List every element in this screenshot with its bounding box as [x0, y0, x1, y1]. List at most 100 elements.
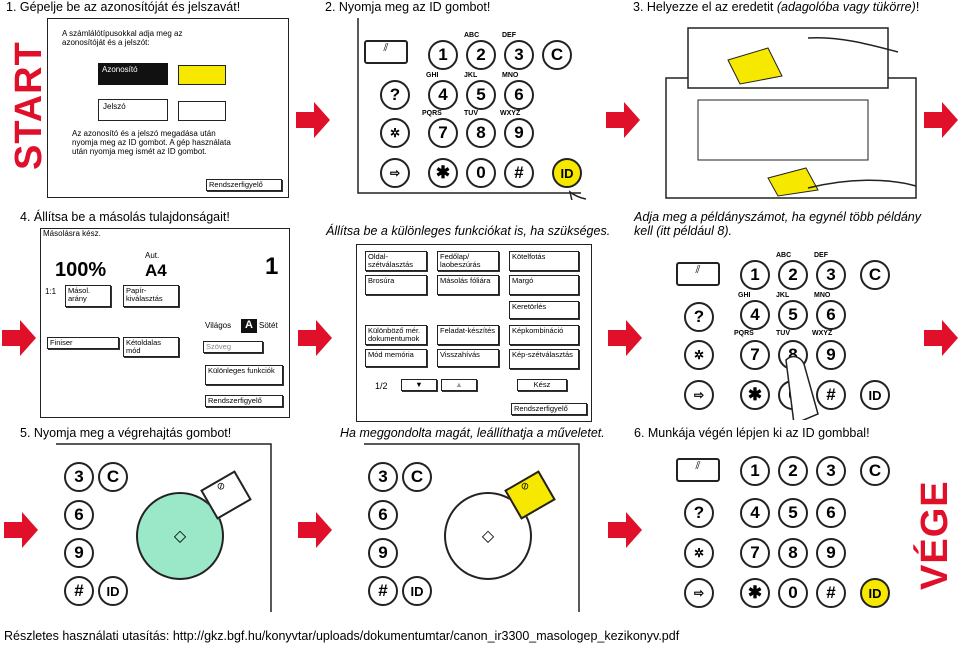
key-hash[interactable]: #: [816, 380, 846, 410]
prev-page-icon[interactable]: ▲: [441, 379, 477, 391]
star-icon[interactable]: ✱: [428, 158, 458, 188]
key-9[interactable]: 9: [504, 118, 534, 148]
special-btn-3[interactable]: Brosúra: [365, 275, 427, 295]
key-help[interactable]: ?: [684, 302, 714, 332]
clear-icon[interactable]: ⫽: [676, 458, 720, 482]
special-btn-2[interactable]: Kötelfotás: [509, 251, 579, 271]
key-1[interactable]: 1: [428, 40, 458, 70]
interrupt-icon[interactable]: ⇨: [684, 380, 714, 410]
duplex-button[interactable]: Kétoldalas mód: [123, 337, 179, 357]
key-help[interactable]: ?: [684, 498, 714, 528]
key-6[interactable]: 6: [504, 80, 534, 110]
finisher-button[interactable]: Finiser: [47, 337, 119, 349]
password-button[interactable]: Jelszó: [98, 99, 168, 121]
settings-icon[interactable]: ✲: [684, 538, 714, 568]
special-btn-5[interactable]: Margó: [509, 275, 579, 295]
key-0[interactable]: 0: [466, 158, 496, 188]
clear-icon[interactable]: ⫽: [364, 40, 408, 64]
key-2[interactable]: 2: [778, 260, 808, 290]
key-c[interactable]: C: [542, 40, 572, 70]
special-functions-button[interactable]: Különleges funkciók: [205, 365, 283, 385]
system-monitor-button[interactable]: Rendszerfigyelő: [206, 179, 282, 191]
key-3[interactable]: 3: [64, 462, 94, 492]
key-9[interactable]: 9: [368, 538, 398, 568]
id-field-button[interactable]: Azonosító: [98, 63, 168, 85]
key-6[interactable]: 6: [368, 500, 398, 530]
key-hash[interactable]: #: [816, 578, 846, 608]
key-2[interactable]: 2: [778, 456, 808, 486]
key-4[interactable]: 4: [428, 80, 458, 110]
id-key[interactable]: ID: [98, 576, 128, 606]
key-7[interactable]: 7: [740, 340, 770, 370]
key-7[interactable]: 7: [740, 538, 770, 568]
special-btn-11[interactable]: Visszahívás: [437, 349, 499, 367]
key-5[interactable]: 5: [778, 300, 808, 330]
clear-icon[interactable]: ⫽: [676, 262, 720, 286]
key-c[interactable]: C: [860, 260, 890, 290]
special-btn-8[interactable]: Feladat-készítés: [437, 325, 499, 345]
star-icon[interactable]: ✱: [740, 578, 770, 608]
id-input-field[interactable]: [178, 65, 226, 85]
key-c[interactable]: C: [860, 456, 890, 486]
password-input-field[interactable]: [178, 101, 226, 121]
label-abc: ABC: [464, 32, 480, 39]
special-btn-0[interactable]: Oldal-szétválasztás: [365, 251, 427, 271]
star-icon[interactable]: ✱: [740, 380, 770, 410]
key-help[interactable]: ?: [380, 80, 410, 110]
next-page-icon[interactable]: ▼: [401, 379, 437, 391]
interrupt-icon[interactable]: ⇨: [380, 158, 410, 188]
interrupt-icon[interactable]: ⇨: [684, 578, 714, 608]
settings-icon[interactable]: ✲: [380, 118, 410, 148]
id-key[interactable]: ID: [860, 578, 890, 608]
key-hash[interactable]: #: [368, 576, 398, 606]
key-3[interactable]: 3: [368, 462, 398, 492]
key-hash[interactable]: #: [504, 158, 534, 188]
key-hash[interactable]: #: [64, 576, 94, 606]
key-9[interactable]: 9: [64, 538, 94, 568]
finger-icon: [568, 190, 586, 200]
special-btn-4[interactable]: Másolás fóliára: [437, 275, 499, 295]
key-5[interactable]: 5: [466, 80, 496, 110]
paper-select-button[interactable]: Papír-kiválasztás: [123, 285, 179, 307]
key-6[interactable]: 6: [64, 500, 94, 530]
done-button[interactable]: Kész: [517, 379, 567, 391]
special-btn-12[interactable]: Kép-szétválasztás: [509, 349, 579, 369]
key-7[interactable]: 7: [428, 118, 458, 148]
key-4[interactable]: 4: [740, 498, 770, 528]
id-key[interactable]: ID: [552, 158, 582, 188]
key-5[interactable]: 5: [778, 498, 808, 528]
special-btn-9[interactable]: Képkombináció: [509, 325, 579, 345]
keypad-panel-1: ⫽ ABC DEF 1 2 3 C ? GHI JKL MNO 4 5 6 PQ…: [356, 18, 586, 200]
key-3[interactable]: 3: [816, 456, 846, 486]
key-9[interactable]: 9: [816, 538, 846, 568]
key-8[interactable]: 8: [466, 118, 496, 148]
system-monitor-button[interactable]: Rendszerfigyelő: [205, 395, 283, 407]
text-mode-button[interactable]: Szöveg: [203, 341, 263, 353]
id-key[interactable]: ID: [860, 380, 890, 410]
key-c[interactable]: C: [402, 462, 432, 492]
key-2[interactable]: 2: [466, 40, 496, 70]
settings-icon[interactable]: ✲: [684, 340, 714, 370]
key-6[interactable]: 6: [816, 300, 846, 330]
key-1[interactable]: 1: [740, 260, 770, 290]
density-auto-button[interactable]: A: [241, 319, 257, 333]
key-c[interactable]: C: [98, 462, 128, 492]
special-btn-6[interactable]: Keretörlés: [509, 301, 579, 319]
key-1[interactable]: 1: [740, 456, 770, 486]
copier-panel: [658, 18, 920, 202]
system-monitor-button[interactable]: Rendszerfigyelő: [511, 403, 587, 415]
key-9[interactable]: 9: [816, 340, 846, 370]
special-btn-10[interactable]: Mód memória: [365, 349, 427, 367]
key-0[interactable]: 0: [778, 578, 808, 608]
key-6[interactable]: 6: [816, 498, 846, 528]
key-3[interactable]: 3: [816, 260, 846, 290]
footer-link[interactable]: Részletes használati utasítás: http://gk…: [4, 629, 680, 643]
special-btn-1[interactable]: Fedőlap/ laobeszúrás: [437, 251, 499, 271]
key-3[interactable]: 3: [504, 40, 534, 70]
stop-panel-outline: [364, 443, 580, 612]
id-key[interactable]: ID: [402, 576, 432, 606]
special-btn-7[interactable]: Különböző mér. dokumentumok: [365, 325, 427, 345]
key-4[interactable]: 4: [740, 300, 770, 330]
key-8[interactable]: 8: [778, 538, 808, 568]
copy-ratio-button[interactable]: Másol. arány: [65, 285, 111, 307]
